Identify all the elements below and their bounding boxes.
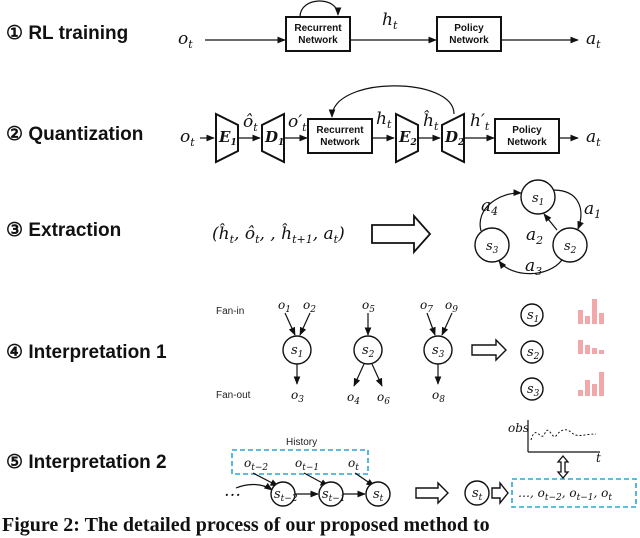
recurrent-label-2a: Recurrent: [316, 125, 364, 136]
obs-sequence: …, ot−2, ot−1, ot: [518, 486, 612, 503]
history-box: [231, 449, 369, 475]
chain-ellipsis: …: [224, 481, 241, 501]
fan-o7: o7: [420, 298, 433, 315]
hist-o-t-2: ot−2: [244, 456, 268, 473]
bidirectional-arrow: [556, 454, 570, 480]
recurrent-label-2b: Network: [320, 137, 360, 148]
fan-o3: o3: [291, 388, 304, 405]
step-3-label: ③ Extraction: [6, 220, 121, 241]
chain-node-s-t: [365, 481, 391, 507]
step-4-label: ④ Interpretation 1: [6, 342, 167, 363]
policy-label-2a: Policy: [512, 125, 542, 136]
recurrent-label-1b: Network: [298, 35, 338, 46]
fsm-graph: s1 s3 s2 a1 a2 a3 a4: [474, 179, 601, 278]
decoder-d1: [261, 112, 285, 164]
h-t-2: ht: [376, 109, 392, 131]
fan-o9: o9: [445, 298, 458, 315]
fsm-node-s2: [552, 227, 588, 263]
hist-node-s1: [520, 303, 544, 327]
obs-o-t: ot: [178, 29, 193, 51]
fsm-node-s1: [520, 179, 556, 215]
policy-network-box-2: [494, 118, 560, 154]
step-1-label: ① RL training: [6, 23, 128, 44]
sequence-box: [511, 478, 637, 508]
t-axis-label: t: [596, 451, 601, 465]
decoder-d2: [441, 112, 465, 164]
hist-node-s2: [520, 340, 544, 364]
interpret2-arrow: [415, 481, 449, 505]
h-hat-t: ĥt: [423, 110, 439, 133]
fsm-a3: a3: [525, 256, 542, 278]
fsm-node-s3: [474, 227, 510, 263]
o-hat-t: ôt: [243, 112, 258, 134]
fsm-a2: a2: [526, 225, 543, 247]
fan-o1: o1: [278, 298, 291, 315]
step-2-label: ② Quantization: [6, 124, 143, 145]
fan-o4: o4: [347, 390, 360, 407]
fan-in-label: Fan-in: [216, 306, 244, 317]
fan-node-s2: [353, 335, 383, 365]
retrieve-arrow: [491, 481, 509, 505]
fan-out-label: Fan-out: [216, 390, 251, 401]
step-5-label: ⑤ Interpretation 2: [6, 452, 167, 473]
fsm-a1: a1: [584, 199, 601, 221]
recurrent-network-box-2: [307, 118, 373, 154]
policy-network-box-1: [436, 16, 502, 52]
policy-label-1b: Network: [449, 35, 489, 46]
history-chain: ot−2 ot−1 ot … st−2 st−1 st: [224, 456, 391, 507]
fan-o5: o5: [362, 298, 375, 315]
action-a-t: at: [586, 29, 601, 51]
rl-training-flow: ot Recurrent Network ht Policy Network a…: [178, 0, 601, 52]
recurrent-label-1a: Recurrent: [294, 23, 342, 34]
recurrent-loop-2: [328, 85, 455, 118]
o-prime-t: o′t: [288, 112, 307, 134]
state-histograms: s1 s2 s3: [520, 299, 604, 401]
obs-axis-label: obs: [508, 421, 529, 435]
encoder-e2: [395, 112, 419, 164]
obs-o-t-2: ot: [180, 127, 195, 149]
h-prime-t: h′t: [470, 111, 490, 133]
policy-label-2b: Network: [507, 137, 547, 148]
transition-tuple: (ĥt, ôt, , ĥt+1, at): [212, 223, 345, 246]
recurrent-loop-1: [299, 0, 342, 18]
history-label: History: [286, 437, 317, 448]
fan-o2: o2: [303, 298, 316, 315]
hist-o-t-1: ot−1: [295, 456, 319, 473]
recurrent-network-box-1: [285, 16, 351, 52]
figure-caption: Figure 2: The detailed process of our pr…: [2, 514, 490, 536]
query-node-s-t: [464, 480, 490, 506]
obs-plot: obs t: [508, 420, 601, 465]
action-a-t-2: at: [586, 127, 601, 149]
fan-o8: o8: [432, 388, 445, 405]
fan-graph: o1 o2 s1 o3 o5 s2 o4 o6 o7 o9 s3 o8: [278, 298, 458, 407]
encoder-e1: [215, 112, 239, 164]
extraction-arrow: [371, 213, 432, 255]
hist-o-t: ot: [348, 456, 359, 473]
hidden-h-t: ht: [382, 10, 398, 32]
hist-node-s3: [520, 377, 544, 401]
fan-o6: o6: [377, 390, 390, 407]
quantization-flow: ot E1 ôt D1 o′t Recurrent Network ht E2 …: [180, 85, 601, 164]
chain-s-t-label: st: [373, 487, 384, 504]
policy-label-1a: Policy: [454, 23, 484, 34]
query-s-t-label: st: [472, 486, 483, 503]
interpret-arrow: [471, 338, 507, 362]
